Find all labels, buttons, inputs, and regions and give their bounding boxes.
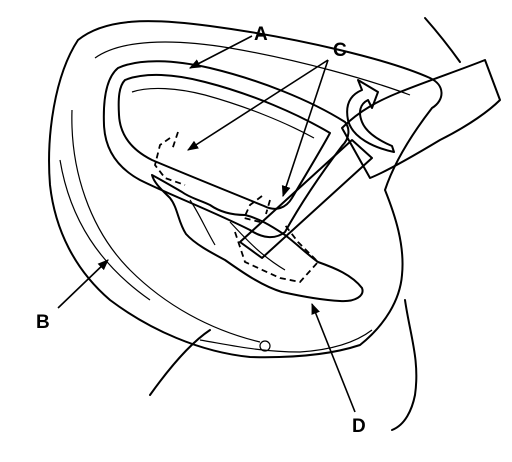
housing-contour-2 bbox=[59, 159, 151, 301]
outer-housing bbox=[48, 20, 443, 359]
leader-b bbox=[57, 259, 109, 309]
leader-a bbox=[189, 35, 253, 69]
label-c: C bbox=[333, 40, 347, 61]
cloth-fold bbox=[189, 199, 286, 271]
protective-cloth bbox=[151, 174, 364, 303]
tool-handle-top bbox=[424, 17, 461, 63]
frame-glass-line bbox=[131, 87, 315, 139]
label-d: D bbox=[352, 416, 366, 437]
housing-inner-rim bbox=[94, 41, 411, 96]
tool-handle bbox=[341, 59, 501, 179]
frame-outer bbox=[102, 60, 350, 238]
mounting-hole bbox=[259, 340, 271, 352]
tool-shaft bbox=[239, 139, 373, 259]
hidden-clip-right bbox=[242, 195, 271, 223]
leader-c-left bbox=[187, 59, 329, 151]
hidden-clip-left bbox=[154, 131, 186, 186]
label-b: B bbox=[36, 312, 50, 333]
frame-inner bbox=[117, 73, 331, 210]
cloth-hidden-edge bbox=[234, 224, 320, 283]
lower-trim-edge bbox=[199, 329, 373, 353]
pry-direction-arrow bbox=[346, 79, 395, 153]
leader-d bbox=[311, 302, 356, 413]
leader-c-right bbox=[281, 59, 329, 198]
label-a: A bbox=[254, 24, 268, 45]
housing-contour bbox=[71, 109, 261, 343]
lower-trim-panel bbox=[149, 299, 418, 431]
